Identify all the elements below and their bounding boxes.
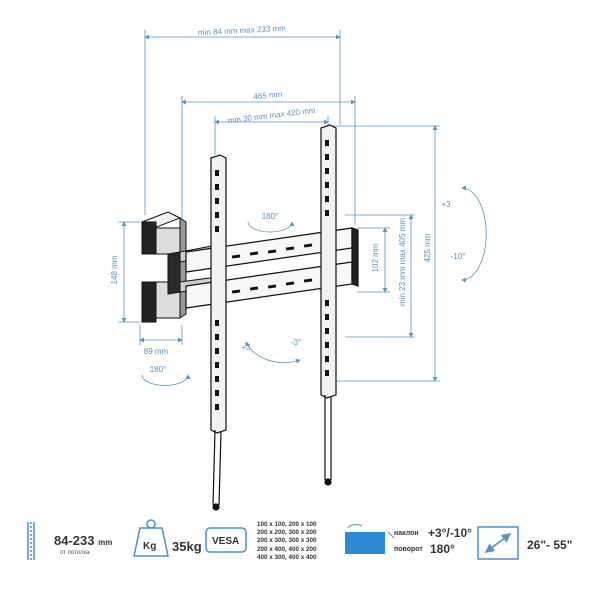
swivel-value: 180° (430, 542, 455, 556)
dim-rotate-plus: +3 (241, 343, 251, 352)
dim-rotate-minus: -3° (291, 338, 301, 347)
rail-slots (231, 243, 313, 294)
vesa-item: 200 x 400, 400 x 200 (257, 545, 317, 553)
dim-swivel-top: 180° (262, 212, 279, 221)
weight-icon-label: Kg (143, 541, 157, 552)
vesa-item: 100 x 100, 200 x 100 (257, 521, 317, 528)
dim-tilt-up: +3 (441, 200, 451, 209)
dim-tilt-down: -10° (451, 252, 466, 261)
vesa-item: 200 x 200, 300 x 200 (257, 529, 317, 537)
wall-plate (140, 211, 187, 323)
weight-icon (133, 519, 169, 557)
vertical-strap-left (210, 154, 227, 511)
swivel-label: поворот (394, 546, 423, 553)
dim-vesa-vertical: min 23 mm max 405 mm (398, 218, 407, 306)
dim-rail-height: 102 mm (371, 243, 380, 272)
tilt-label: наклон (394, 530, 419, 537)
vesa-icon (205, 527, 247, 553)
dim-height: 425 mm (423, 233, 432, 262)
horizontal-rail (185, 227, 359, 309)
vertical-strap-right (320, 124, 337, 486)
dim-width: 465 mm (253, 90, 283, 102)
dim-wall-plate-width: 89 mm (144, 347, 169, 356)
vesa-item: 400 x 300, 400 x 400 (257, 553, 317, 561)
vesa-list: 100 x 100, 200 x 100 200 x 200, 300 x 20… (257, 521, 317, 562)
wall-distance-icon (27, 522, 35, 560)
vesa-icon-label: VESA (212, 536, 240, 547)
strap-holes (215, 140, 329, 410)
weight-value: 35kg (172, 539, 202, 554)
distance-value: 84-233 mm (54, 533, 113, 548)
tilt-value: +3°/-10° (428, 526, 472, 540)
dim-arm-extension: min 84 mm max 233 mm (198, 24, 287, 38)
dimension-lines (118, 30, 487, 386)
vesa-item: 200 x 300, 300 x 300 (257, 537, 317, 545)
distance-unit: mm (98, 538, 113, 547)
tilt-swivel-icon (345, 524, 395, 554)
dim-swivel-bottom: 180° (150, 365, 167, 374)
screen-size-icon (477, 526, 519, 560)
dim-wall-plate-height: 148 mm (110, 255, 119, 284)
distance-subtitle: от потолка (60, 550, 90, 556)
screen-size-value: 26"- 55" (527, 538, 573, 552)
